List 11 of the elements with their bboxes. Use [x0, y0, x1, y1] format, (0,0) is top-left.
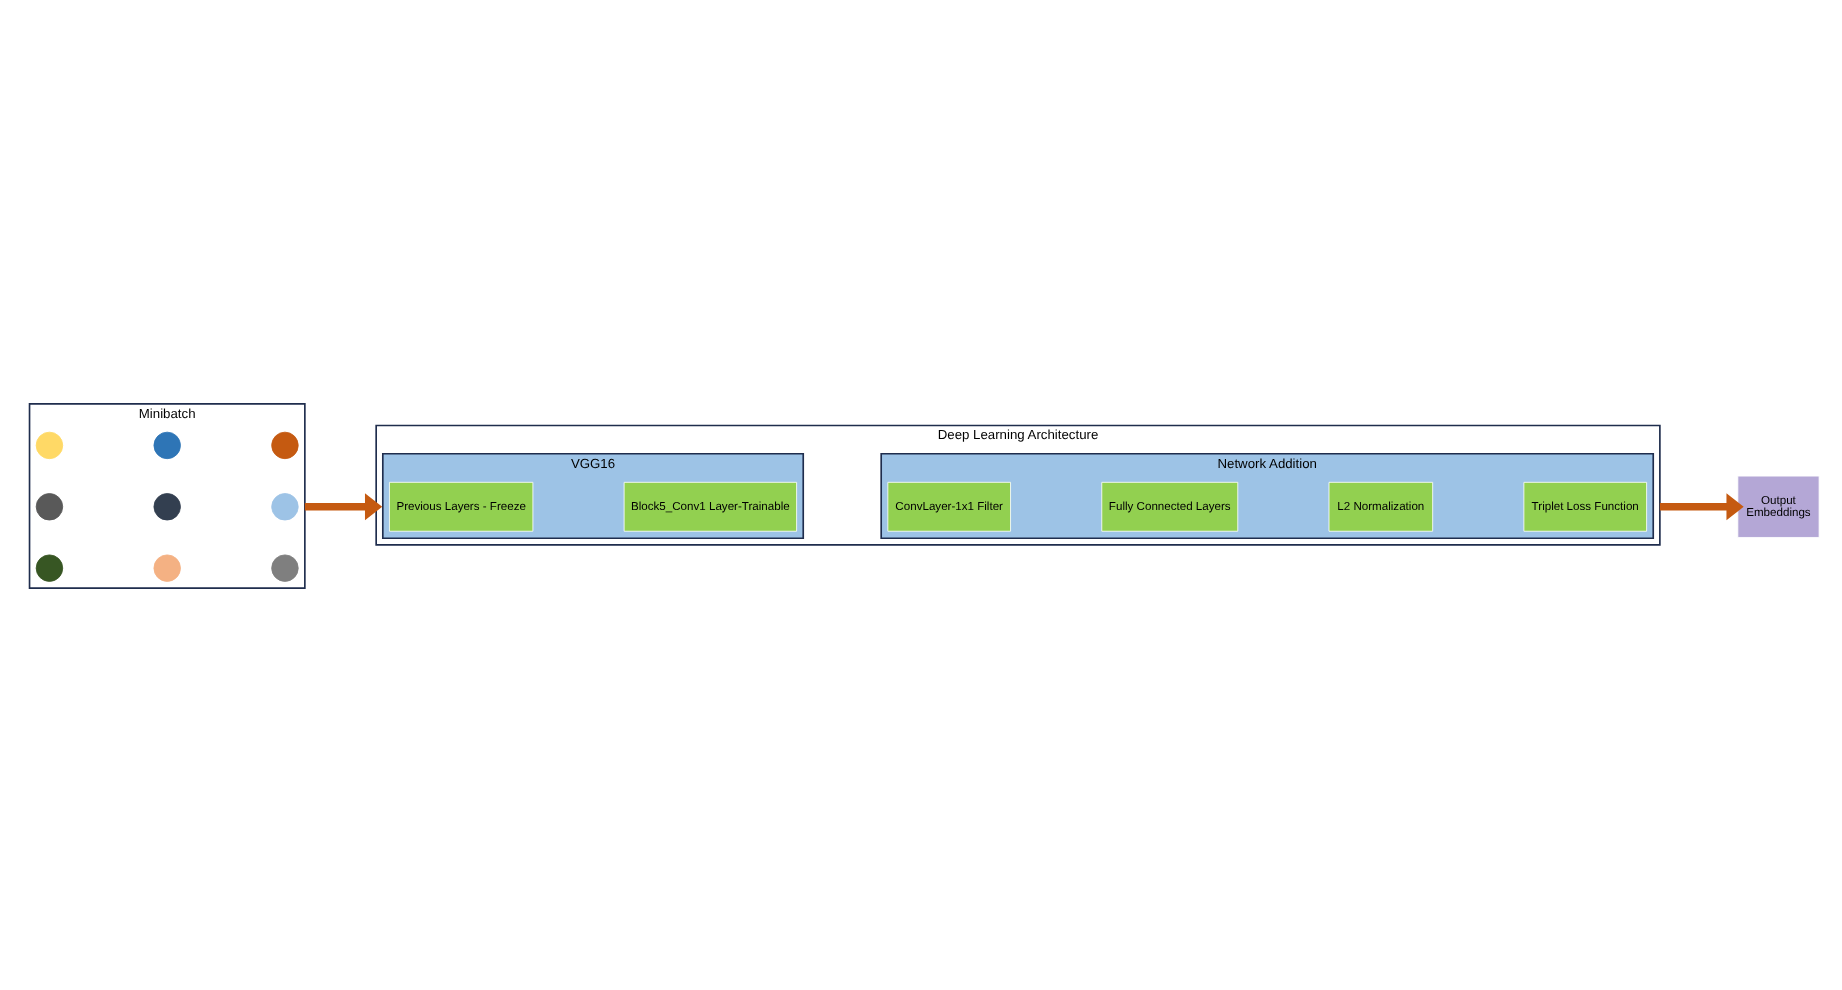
arrow [304, 492, 383, 520]
node-circle [153, 430, 181, 459]
node-circle [271, 492, 299, 520]
node-circle [271, 553, 299, 581]
node-circle [35, 553, 64, 581]
node-circle [153, 492, 181, 520]
node-circle [35, 430, 64, 459]
node-circle [153, 553, 181, 581]
node-circle [271, 430, 299, 459]
node-circle [35, 492, 64, 520]
arrow [1659, 492, 1744, 520]
